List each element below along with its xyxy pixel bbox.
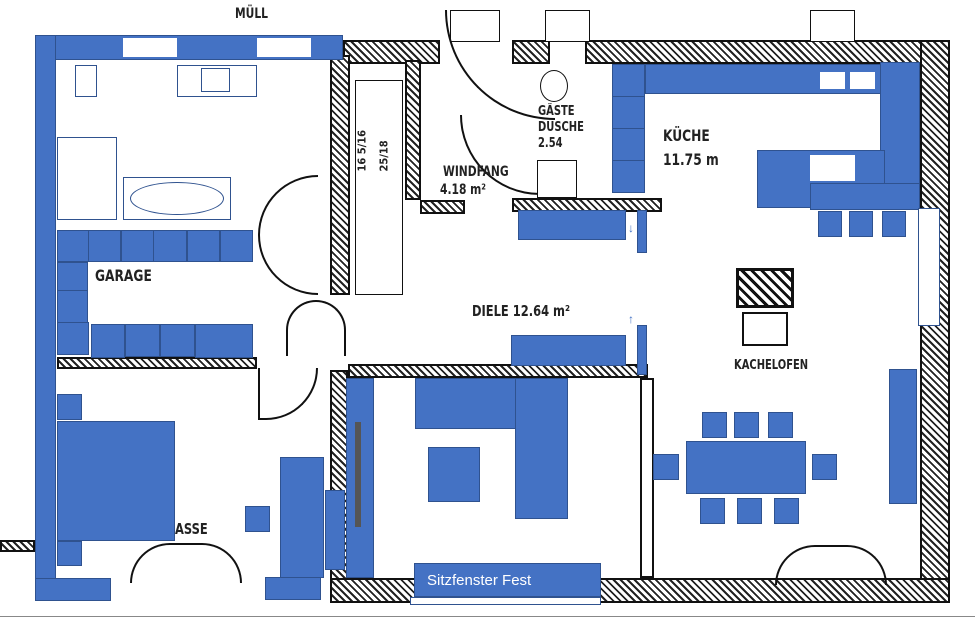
sideboard: [889, 369, 917, 504]
bathtub-basin: [130, 182, 224, 215]
storage-box: [160, 324, 195, 357]
coffee-table: [428, 447, 480, 502]
kitchen-cabinet: [612, 160, 645, 193]
door-arc: [258, 368, 318, 420]
storage-box: [125, 324, 160, 357]
window-sill: [410, 597, 601, 605]
door-arc: [286, 300, 346, 356]
room-label-windfang: WINDFANG: [443, 164, 509, 180]
wall: [343, 40, 440, 64]
wall: [585, 40, 950, 64]
pantry-outline: [918, 208, 940, 326]
wall: [348, 364, 648, 378]
hall-cabinet: [518, 210, 626, 240]
cabinet: [35, 578, 111, 601]
nightstand: [57, 541, 82, 566]
storage-box: [195, 324, 253, 358]
arrow-up-icon: ↑: [628, 312, 634, 326]
dining-table: [686, 441, 806, 494]
wall: [420, 200, 465, 214]
kitchen-cabinet: [612, 128, 645, 161]
stairs-label: 16 5/16: [355, 130, 369, 172]
window: [810, 10, 855, 42]
storage-box: [88, 230, 121, 262]
left-cabinet: [35, 35, 56, 600]
basin: [201, 68, 230, 92]
hall-cabinet: [511, 335, 626, 366]
wall: [640, 378, 654, 578]
chair: [653, 454, 679, 480]
door-arc: [258, 175, 318, 295]
sink-basin: [850, 72, 875, 89]
bar-stool: [882, 211, 906, 237]
chair: [700, 498, 725, 524]
cabinet-outline: [57, 137, 117, 220]
room-label-terrasse: ASSE: [175, 520, 208, 538]
stool: [245, 506, 270, 532]
baseline: [0, 616, 975, 617]
kitchen-cabinet: [612, 96, 645, 129]
chair: [737, 498, 762, 524]
storage-box: [57, 322, 89, 355]
chair: [768, 412, 793, 438]
terrace-door: [130, 543, 242, 583]
storage-box: [57, 262, 88, 291]
bar-stool: [818, 211, 842, 237]
room-label-diele: DIELE 12.64 m²: [472, 302, 571, 320]
sitzfenster-bench: Sitzfenster Fest: [414, 563, 601, 597]
storage-box: [91, 324, 125, 358]
chair: [812, 454, 837, 480]
room-label-muell: MÜLL: [235, 6, 269, 22]
toilet: [540, 70, 568, 102]
storage-box: [220, 230, 253, 262]
nightstand: [57, 394, 82, 420]
chair: [774, 498, 799, 524]
room-label-kachelofen: KACHELOFEN: [734, 358, 809, 373]
sofa-section: [515, 378, 568, 519]
tv-line: [355, 422, 361, 527]
storage-box: [57, 230, 89, 262]
shelf-gap: [123, 38, 177, 57]
partition: [637, 210, 647, 253]
sink: [75, 65, 97, 97]
wall: [0, 540, 35, 552]
sink-basin: [820, 72, 845, 89]
room-area-kueche: 11.75 m: [663, 150, 719, 169]
bar-stool: [849, 211, 873, 237]
kitchen-counter: [645, 64, 915, 94]
chair: [702, 412, 727, 438]
wardrobe: [280, 457, 324, 578]
wall: [330, 55, 350, 295]
sitzfenster-label: Sitzfenster Fest: [427, 571, 532, 589]
counter-extension: [810, 183, 920, 210]
shelf: [325, 490, 345, 570]
shower-tray: [537, 160, 577, 198]
partition: [637, 325, 647, 375]
room-area-dusche: 2.54: [538, 136, 563, 151]
storage-box: [121, 230, 154, 262]
tiled-stove: [736, 268, 794, 308]
room-label-garage: GARAGE: [95, 266, 152, 285]
stairs-label: 25/18: [377, 140, 391, 172]
shelf-gap: [257, 38, 311, 57]
kitchen-cabinet: [612, 64, 645, 97]
wall: [405, 60, 421, 200]
room-label-gaeste: GÄSTE: [538, 104, 575, 119]
cabinet: [265, 577, 321, 600]
chair: [734, 412, 759, 438]
staircase: [355, 80, 403, 295]
tiled-stove-base: [742, 312, 788, 346]
arrow-down-icon: ↓: [628, 221, 634, 235]
sofa-section: [415, 378, 516, 429]
storage-box: [187, 230, 220, 262]
wall: [57, 357, 257, 369]
storage-box: [153, 230, 187, 262]
storage-box: [57, 290, 88, 323]
room-label-kueche: KÜCHE: [663, 126, 710, 145]
room-label-dusche: DUSCHE: [538, 120, 584, 135]
terrace-door: [775, 545, 887, 585]
cooktop: [810, 155, 855, 181]
room-area-windfang: 4.18 m²: [440, 182, 486, 198]
bed: [57, 421, 175, 541]
